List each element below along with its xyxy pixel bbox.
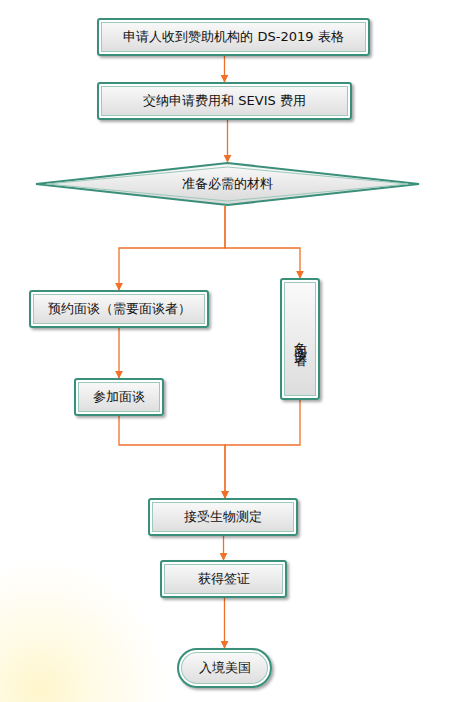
flow-connector bbox=[224, 56, 225, 82]
node-label: 预约面谈（需要面谈者） bbox=[48, 300, 191, 318]
flow-connector bbox=[118, 328, 119, 378]
node-label: 入境美国 bbox=[199, 659, 251, 677]
node-label: 获得签证 bbox=[198, 570, 250, 588]
flow-connector bbox=[119, 206, 225, 290]
node-label: 参加面谈 bbox=[93, 388, 145, 406]
process-box: 获得签证 bbox=[160, 560, 287, 598]
node-label: 准备必需的材料 bbox=[182, 175, 273, 193]
node-label: 免面谈者 bbox=[291, 331, 309, 347]
decision-diamond: 准备必需的材料 bbox=[35, 162, 420, 206]
process-box: 申请人收到赞助机构的 DS-2019 表格 bbox=[97, 18, 370, 56]
node-label: 交纳申请费用和 SEVIS 费用 bbox=[143, 92, 306, 110]
flow-connector bbox=[224, 598, 225, 648]
process-box: 预约面谈（需要面谈者） bbox=[29, 290, 209, 328]
node-label: 申请人收到赞助机构的 DS-2019 表格 bbox=[123, 28, 343, 46]
process-box: 交纳申请费用和 SEVIS 费用 bbox=[97, 82, 352, 120]
flow-connector bbox=[227, 120, 228, 162]
flow-connector bbox=[223, 536, 224, 560]
process-box: 免面谈者 bbox=[280, 278, 320, 400]
process-box: 参加面谈 bbox=[74, 378, 164, 416]
node-label: 接受生物测定 bbox=[184, 508, 262, 526]
terminal-box: 入境美国 bbox=[177, 648, 272, 688]
flow-connector bbox=[225, 206, 300, 278]
flow-connector bbox=[119, 416, 225, 498]
flow-connector bbox=[225, 400, 300, 498]
process-box: 接受生物测定 bbox=[148, 498, 298, 536]
